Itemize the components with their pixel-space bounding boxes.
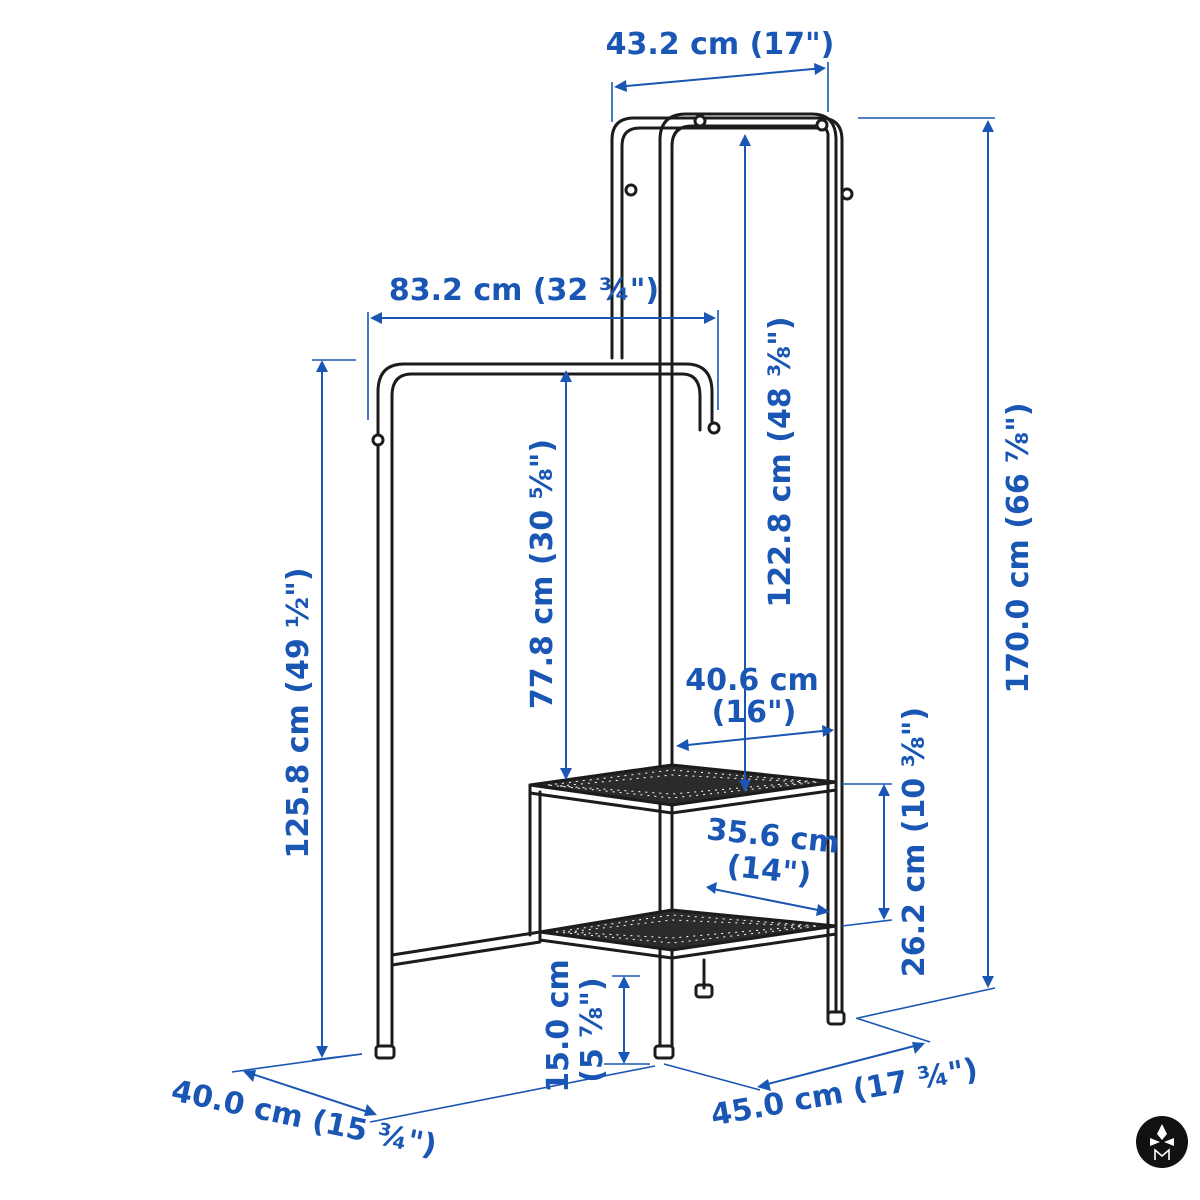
lower-frame xyxy=(376,362,714,1054)
lower-knob-right xyxy=(707,421,721,435)
label-total-height: 170.0 cm (66 ⅞") xyxy=(1001,402,1036,693)
side-knob-right xyxy=(840,187,854,201)
tall-frame-back xyxy=(610,116,844,1022)
label-top-width: 43.2 cm (17") xyxy=(606,27,835,62)
foot-left xyxy=(374,1044,396,1060)
dimension-labels: 43.2 cm (17") 83.2 cm (32 ¾") 170.0 cm (… xyxy=(168,27,1036,1164)
lower-shelf xyxy=(538,908,838,960)
label-shelf-depth-in: (14") xyxy=(725,849,813,893)
watermark-logo-icon xyxy=(1136,1116,1188,1168)
dimension-lines xyxy=(231,62,996,1123)
label-lower-hanging-space: 77.8 cm (30 ⅝") xyxy=(525,439,560,709)
label-lower-rail-width: 83.2 cm (32 ¾") xyxy=(389,273,659,308)
tall-frame-front xyxy=(658,112,838,1052)
side-knob-left xyxy=(624,183,638,197)
label-bottom-clearance-cm: 15.0 cm xyxy=(541,959,576,1093)
bottom-rail-bottom xyxy=(390,940,542,967)
tall-frame-back-inner xyxy=(620,126,672,360)
label-lower-rail-height: 125.8 cm (49 ½") xyxy=(281,567,316,858)
label-shelf-width-cm: 40.6 cm xyxy=(685,663,819,698)
top-knob-left xyxy=(693,114,707,128)
foot-front-tall xyxy=(653,1044,675,1060)
upper-shelf xyxy=(528,763,838,815)
clothes-rack xyxy=(371,112,854,1060)
lower-frame-inner xyxy=(390,372,702,1054)
label-bottom-clearance-in: (5 ⅞") xyxy=(575,977,610,1082)
label-shelf-width-in: (16") xyxy=(712,695,797,730)
label-upper-rail-height: 122.8 cm (48 ⅜") xyxy=(763,316,798,607)
top-knob-right xyxy=(815,118,829,132)
label-shelf-spacing: 26.2 cm (10 ⅜") xyxy=(897,707,932,977)
label-base-depth: 40.0 cm (15 ¾") xyxy=(168,1073,440,1163)
tall-frame-front-inner xyxy=(670,124,830,1052)
lower-knob-left xyxy=(371,433,385,447)
bottom-rail-top xyxy=(390,930,542,957)
foot-right xyxy=(826,1010,846,1026)
